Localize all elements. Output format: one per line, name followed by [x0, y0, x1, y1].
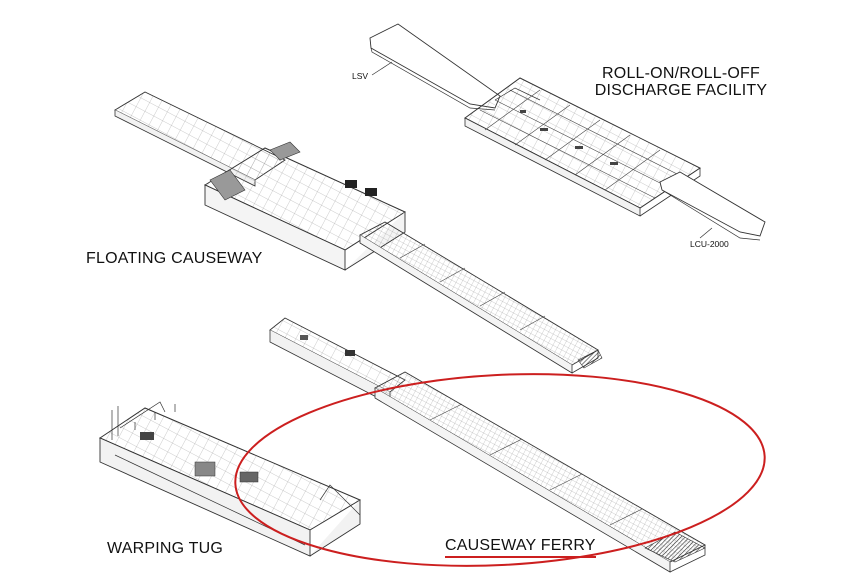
- roro-facility-drawing: [369, 23, 766, 241]
- warping-tug-label: WARPING TUG: [107, 540, 223, 557]
- roro-label: ROLL-ON/ROLL-OFF DISCHARGE FACILITY: [590, 65, 772, 100]
- roro-label-line1: ROLL-ON/ROLL-OFF: [602, 65, 760, 82]
- lsv-label: LSV: [352, 71, 369, 81]
- roro-label-line2: DISCHARGE FACILITY: [594, 81, 768, 99]
- floating-causeway-drawing: [114, 91, 603, 374]
- lcu-label: LCU-2000: [690, 239, 729, 249]
- highlight-ellipse: [234, 373, 766, 567]
- lsv-vessel: [369, 23, 501, 109]
- causeway-ferry-label: CAUSEWAY FERRY: [445, 537, 596, 558]
- lcu-2000-vessel: [659, 171, 766, 237]
- warping-tug-drawing: [98, 401, 362, 557]
- causeway-ferry-drawing: [269, 317, 706, 573]
- floating-causeway-label: FLOATING CAUSEWAY: [86, 250, 263, 267]
